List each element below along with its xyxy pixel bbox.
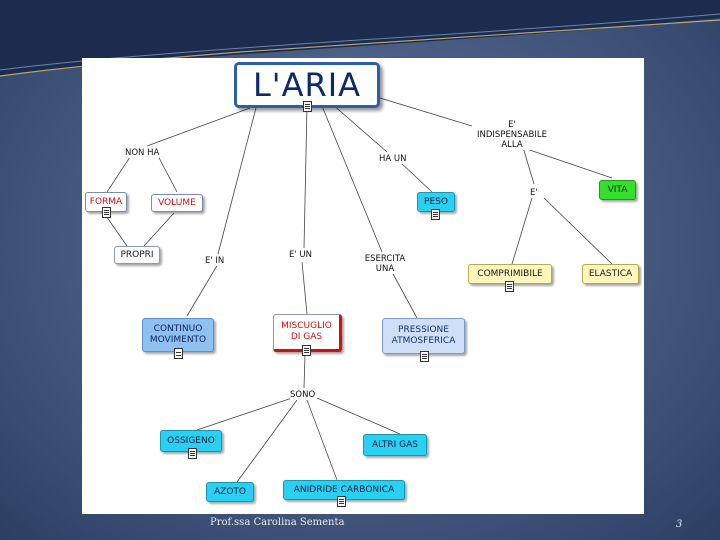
concept-map-canvas: L'ARIA NON HA HA UN E' INDISPENSABILE AL… — [82, 58, 644, 514]
node-pressione-atmosferica[interactable]: PRESSIONE ATMOSFERICA — [382, 318, 465, 354]
document-icon[interactable] — [505, 281, 514, 292]
node-propri[interactable]: PROPRI — [114, 246, 160, 264]
node-continuo-movimento-label: CONTINUO MOVIMENTO — [149, 324, 207, 345]
node-ossigeno-label: OSSIGENO — [167, 435, 215, 446]
node-miscuglio-di-gas-label: MISCUGLIO DI GAS — [281, 321, 332, 342]
node-altri-gas-label: ALTRI GAS — [371, 439, 419, 450]
link-label-sono: SONO — [290, 390, 316, 400]
node-azoto-label: AZOTO — [214, 486, 246, 497]
node-elastica[interactable]: ELASTICA — [582, 264, 639, 284]
page-number: 3 — [676, 519, 683, 530]
node-pressione-atmosferica-label: PRESSIONE ATMOSFERICA — [391, 325, 456, 346]
document-icon[interactable] — [303, 101, 312, 112]
node-continuo-movimento[interactable]: CONTINUO MOVIMENTO — [142, 318, 214, 352]
node-comprimibile-label: COMPRIMIBILE — [477, 268, 543, 279]
node-vita[interactable]: VITA — [599, 180, 636, 200]
document-icon[interactable] — [337, 496, 346, 507]
document-icon[interactable] — [431, 209, 440, 220]
node-forma-label: FORMA — [89, 196, 123, 207]
node-volume-label: VOLUME — [158, 197, 196, 208]
node-azoto[interactable]: AZOTO — [206, 482, 254, 502]
link-label-e-un: E' UN — [289, 250, 312, 260]
document-icon[interactable] — [420, 351, 429, 362]
node-elastica-label: ELASTICA — [588, 268, 633, 279]
link-label-e-in: E' IN — [205, 256, 225, 266]
node-propri-label: PROPRI — [120, 249, 154, 260]
node-title-label: L'ARIA — [252, 66, 362, 104]
node-peso-label: PESO — [424, 196, 448, 207]
node-altri-gas[interactable]: ALTRI GAS — [363, 434, 427, 456]
link-label-ha-un: HA UN — [379, 154, 407, 164]
node-volume[interactable]: VOLUME — [151, 194, 203, 212]
node-vita-label: VITA — [607, 184, 628, 195]
link-label-e: E' — [530, 188, 538, 198]
document-icon[interactable] — [102, 207, 111, 218]
link-label-non-ha: NON HA — [125, 148, 160, 158]
document-icon[interactable] — [188, 448, 197, 459]
link-label-esercita-una: ESERCITA UNA — [360, 254, 410, 274]
document-icon[interactable] — [302, 345, 311, 356]
footer-author: Prof.ssa Carolina Sementa — [210, 517, 345, 528]
image-icon[interactable] — [174, 348, 183, 359]
link-label-indispensabile: E' INDISPENSABILE ALLA — [472, 120, 552, 150]
node-anidride-carbonica-label: ANIDRIDE CARBONICA — [293, 484, 395, 495]
